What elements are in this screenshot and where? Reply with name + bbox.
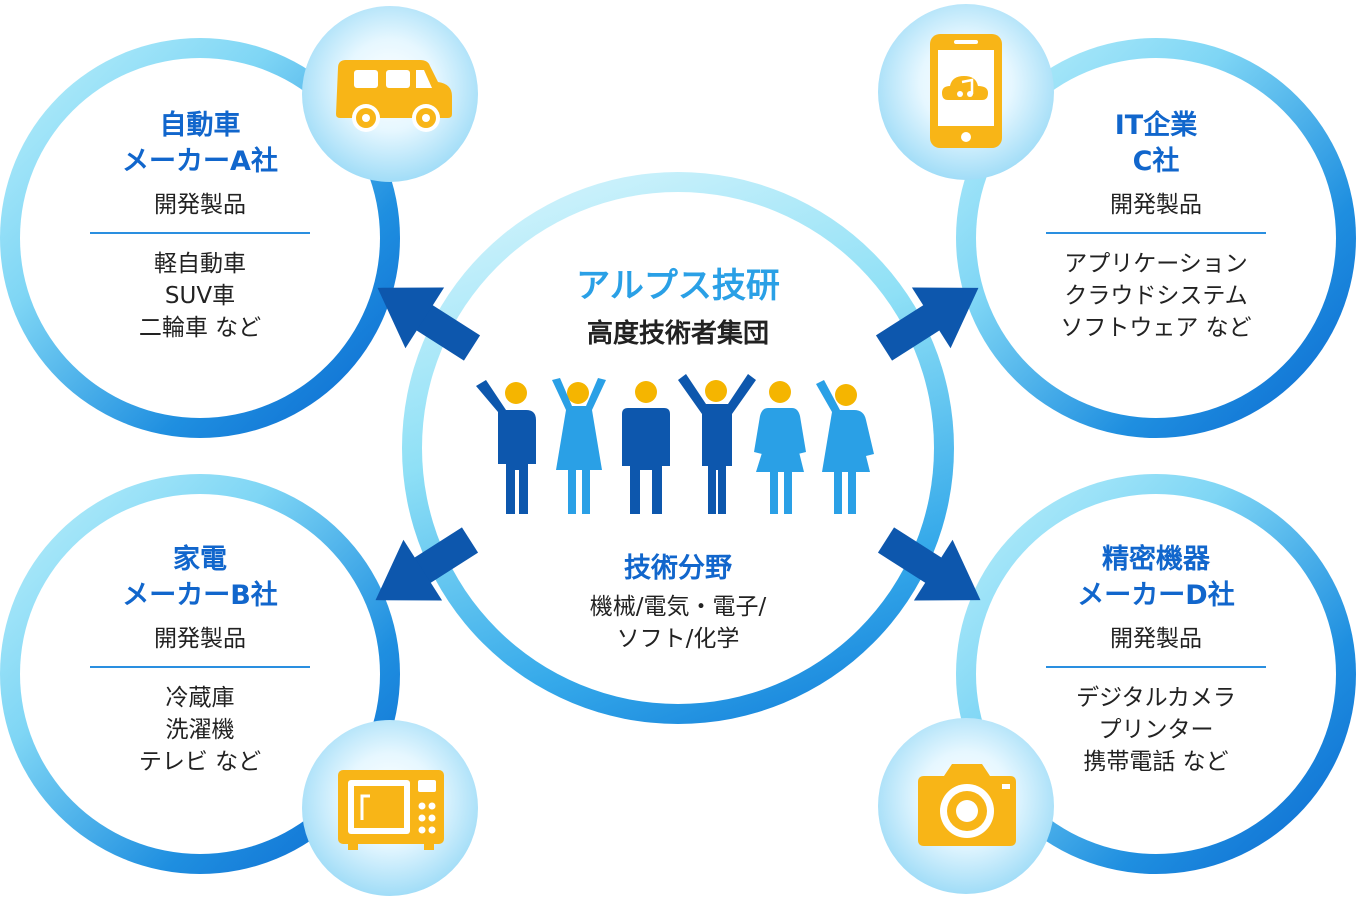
company-c-name-line2: C社 bbox=[1132, 146, 1180, 177]
company-b-text: 家電 メーカーB社 開発製品 冷蔵庫 洗濯機 テレビ など bbox=[80, 542, 320, 778]
arrow-to-company-b bbox=[375, 527, 479, 601]
company-d-product: デジタルカメラ bbox=[1076, 685, 1236, 711]
company-d-dev-label: 開発製品 bbox=[1110, 626, 1202, 652]
company-a-divider bbox=[90, 232, 310, 234]
person-icon bbox=[622, 381, 670, 514]
person-icon bbox=[678, 374, 756, 514]
company-d-product: 携帯電話 など bbox=[1083, 749, 1229, 775]
company-a-text: 自動車 メーカーA社 開発製品 軽自動車 SUV車 二輪車 など bbox=[80, 108, 320, 344]
company-a-product: 軽自動車 bbox=[154, 251, 246, 277]
company-c-name-line1: IT企業 bbox=[1114, 110, 1198, 141]
person-icon bbox=[476, 380, 536, 514]
field-line: 機械/電気・電子/ bbox=[589, 594, 767, 620]
center-header: アルプス技研 高度技術者集団 bbox=[478, 258, 878, 350]
company-b-product: 洗濯機 bbox=[165, 717, 235, 743]
field-title: 技術分野 bbox=[624, 553, 732, 584]
center-fields: 技術分野 機械/電気・電子/ ソフト/化学 bbox=[478, 546, 878, 655]
microwave-icon-disc bbox=[302, 720, 478, 896]
company-c-divider bbox=[1046, 232, 1266, 234]
camera-icon bbox=[918, 764, 1016, 846]
smartphone-icon-disc bbox=[878, 4, 1054, 180]
company-b-name-line1: 家電 bbox=[173, 544, 227, 575]
car-icon bbox=[336, 60, 452, 132]
company-c-dev-label: 開発製品 bbox=[1110, 192, 1202, 218]
company-a-product: SUV車 bbox=[164, 283, 236, 309]
company-d-product: プリンター bbox=[1098, 717, 1214, 743]
center-subtitle: 高度技術者集団 bbox=[586, 319, 769, 349]
company-b-name-line2: メーカーB社 bbox=[122, 580, 278, 611]
smartphone-cloud-icon bbox=[930, 34, 1002, 148]
arrow-to-company-a bbox=[377, 287, 481, 361]
company-b-product: テレビ など bbox=[138, 749, 262, 775]
company-a-dev-label: 開発製品 bbox=[154, 192, 246, 218]
arrow-to-company-d bbox=[877, 527, 981, 601]
car-icon-disc bbox=[302, 6, 478, 182]
company-a-product: 二輪車 など bbox=[138, 315, 262, 341]
company-c-product: クラウドシステム bbox=[1064, 283, 1248, 309]
person-icon bbox=[754, 381, 806, 514]
company-c-text: IT企業 C社 開発製品 アプリケーション クラウドシステム ソフトウェア など bbox=[1036, 108, 1276, 344]
center-title: アルプス技研 bbox=[576, 266, 780, 306]
company-a-name-line1: 自動車 bbox=[159, 110, 241, 141]
camera-icon-disc bbox=[878, 718, 1054, 894]
company-d-text: 精密機器 メーカーD社 開発製品 デジタルカメラ プリンター 携帯電話 など bbox=[1036, 542, 1276, 778]
company-c-product: アプリケーション bbox=[1064, 251, 1248, 277]
company-d-name-line2: メーカーD社 bbox=[1077, 580, 1235, 611]
field-line: ソフト/化学 bbox=[616, 626, 740, 652]
company-b-divider bbox=[90, 666, 310, 668]
microwave-icon bbox=[338, 770, 444, 850]
company-b-product: 冷蔵庫 bbox=[165, 685, 235, 711]
company-a-name-line2: メーカーA社 bbox=[122, 146, 278, 177]
company-d-name-line1: 精密機器 bbox=[1102, 544, 1210, 575]
person-icon bbox=[552, 378, 606, 514]
company-d-divider bbox=[1046, 666, 1266, 668]
person-icon bbox=[816, 380, 874, 514]
arrow-to-company-c bbox=[875, 287, 979, 361]
company-b-dev-label: 開発製品 bbox=[154, 626, 246, 652]
company-c-product: ソフトウェア など bbox=[1060, 315, 1252, 341]
